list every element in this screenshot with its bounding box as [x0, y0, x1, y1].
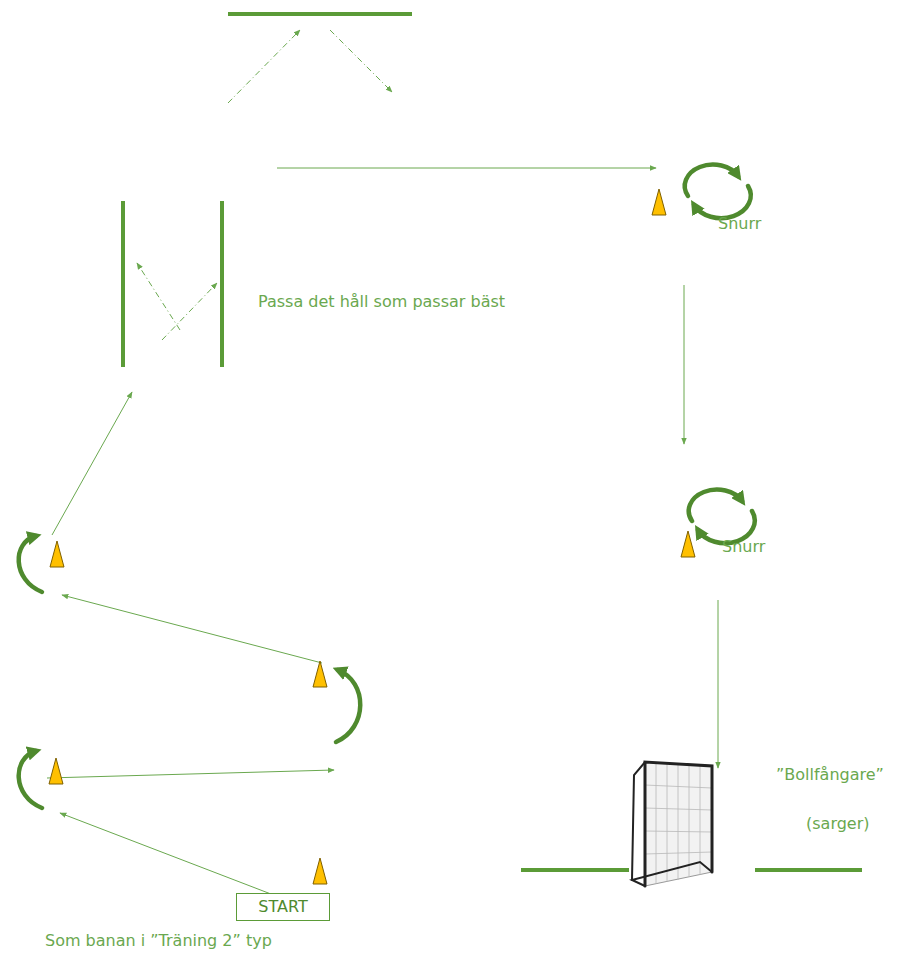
side-board — [755, 868, 862, 872]
drill-note: Snurr — [722, 537, 765, 557]
pass-arrow — [330, 30, 392, 92]
left-wall — [121, 201, 125, 367]
board-walls — [123, 14, 862, 870]
pass-arrow — [137, 263, 180, 330]
net-line — [656, 763, 657, 884]
net-line — [645, 785, 712, 788]
start-box: START — [236, 893, 330, 921]
net-line — [645, 831, 712, 832]
run-arrow — [62, 595, 322, 663]
drill-note: Snurr — [718, 214, 761, 234]
cone — [49, 758, 63, 784]
drill-note: Som banan i ”Träning 2” typ — [45, 931, 272, 951]
spin-arrow — [689, 490, 742, 521]
turn-arrow — [336, 670, 360, 742]
goal-base — [632, 862, 712, 886]
cone — [652, 189, 666, 215]
net-line — [645, 852, 712, 854]
cone — [50, 541, 64, 567]
box-text: START — [258, 897, 307, 917]
goal — [632, 762, 712, 886]
goal-frame — [632, 762, 712, 886]
goal-back — [632, 762, 645, 880]
cone — [313, 661, 327, 687]
net-line — [689, 765, 690, 877]
cones — [49, 189, 695, 884]
run-arrows — [47, 168, 718, 909]
net-mesh — [645, 763, 712, 884]
net-line — [700, 765, 701, 875]
drill-note: (sarger) — [806, 814, 870, 834]
run-arrow — [277, 168, 656, 169]
drill-note: ”Bollfångare” — [776, 765, 884, 785]
pass-arrow — [228, 30, 300, 103]
run-arrow — [52, 392, 132, 535]
top-wall — [228, 12, 412, 16]
cone — [313, 858, 327, 884]
right-wall — [220, 201, 224, 367]
drill-note: Passa det håll som passar bäst — [258, 292, 505, 312]
run-arrow — [47, 770, 334, 778]
turn-arrows — [19, 165, 755, 808]
net-line — [645, 808, 712, 810]
spin-arrow — [694, 186, 751, 218]
pass-arrow — [162, 283, 217, 340]
side-board — [521, 868, 629, 872]
run-arrow — [684, 285, 685, 444]
turn-arrow — [19, 536, 42, 592]
turn-arrow — [19, 751, 42, 808]
spin-arrow — [685, 165, 738, 196]
net-line — [678, 764, 679, 880]
run-arrow — [718, 600, 719, 768]
net-line — [667, 763, 668, 882]
cone — [681, 531, 695, 557]
